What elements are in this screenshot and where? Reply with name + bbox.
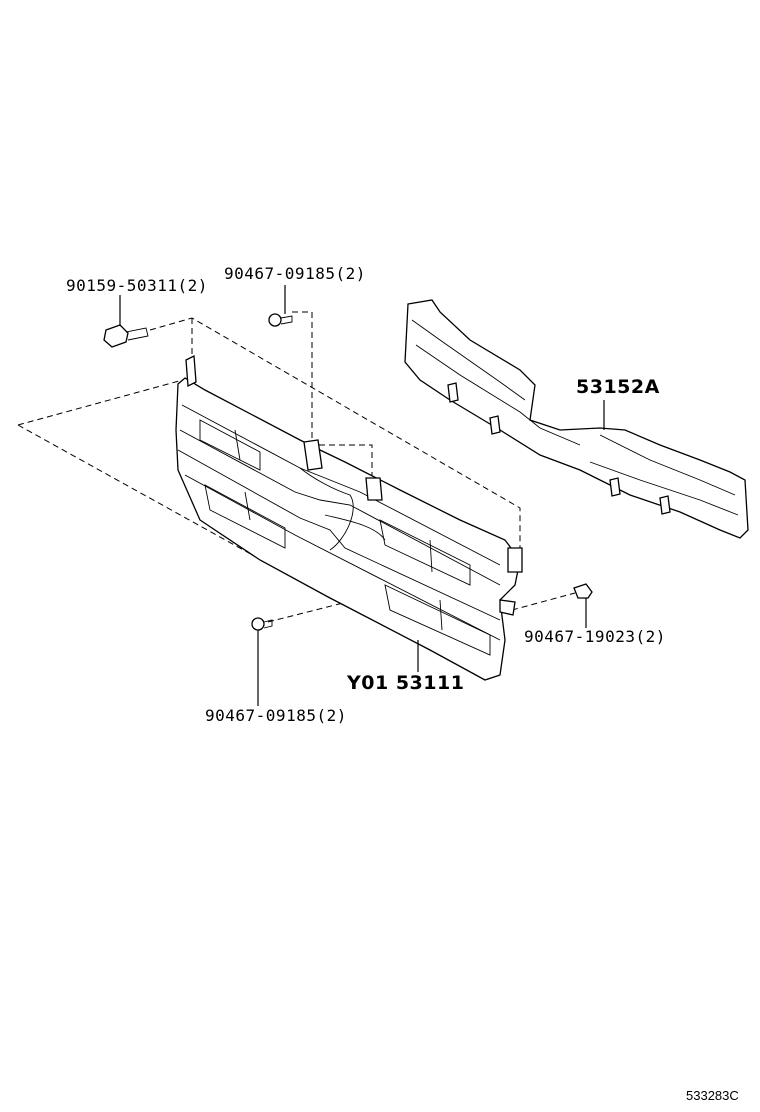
bolt-90159-part xyxy=(103,295,149,348)
clip-90467-bottom-part xyxy=(251,617,273,706)
part-number-label-retainer[interactable]: 53152A xyxy=(576,376,660,398)
figure-reference-code: 533283C xyxy=(686,1088,739,1103)
part-number-label-clip-right[interactable]: 90467-19023(2) xyxy=(524,627,666,646)
clip-90467-top-part xyxy=(268,285,293,327)
part-number-label-clip-top[interactable]: 90467-09185(2) xyxy=(224,264,366,283)
part-number-label-bolt[interactable]: 90159-50311(2) xyxy=(66,276,208,295)
part-number-label-clip-bottom[interactable]: 90467-09185(2) xyxy=(205,706,347,725)
part-number-label-grille[interactable]: Y01 53111 xyxy=(347,672,465,694)
grille-retainer-part xyxy=(404,299,749,539)
radiator-grille-part xyxy=(175,354,523,681)
clip-90467-right-part xyxy=(573,583,593,628)
